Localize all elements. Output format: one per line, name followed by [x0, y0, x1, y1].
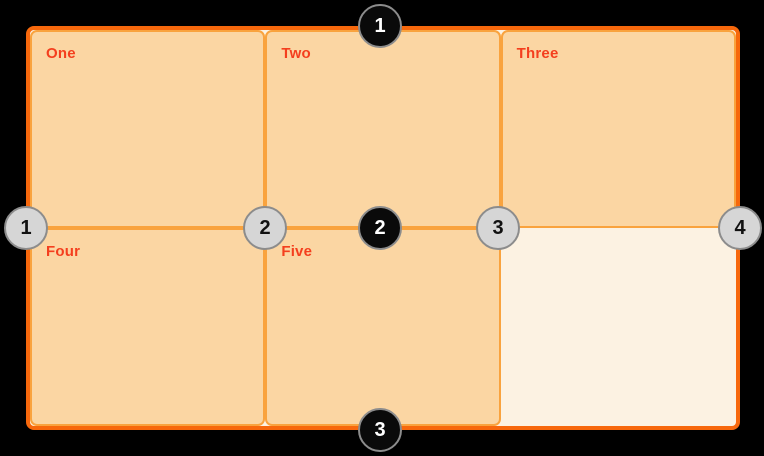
column-line-marker-3: 3: [476, 206, 520, 250]
grid-cell-one: One: [30, 30, 266, 228]
column-line-marker-1: 1: [4, 206, 48, 250]
column-line-marker-4: 4: [718, 206, 762, 250]
grid-container: One Two Three Four Five: [26, 26, 740, 430]
cell-label: Four: [46, 243, 81, 260]
row-line-marker-3-number: 3: [374, 418, 386, 441]
row-line-marker-2-number: 2: [374, 216, 386, 239]
cell-label: Three: [516, 45, 559, 62]
cell-label: One: [46, 45, 76, 62]
row-line-marker-3: 3: [358, 408, 402, 452]
row-line-marker-1: 1: [358, 4, 402, 48]
grid-cell-four: Four: [30, 228, 266, 426]
grid-cell-two: Two: [265, 30, 501, 228]
grid-cell-empty: [501, 228, 736, 426]
grid-cell-three: Three: [500, 30, 736, 228]
cell-label: Five: [281, 243, 313, 260]
column-line-marker-1-number: 1: [20, 216, 32, 239]
column-line-marker-2: 2: [243, 206, 287, 250]
grid-cell-five: Five: [265, 228, 501, 426]
row-line-marker-2: 2: [358, 206, 402, 250]
row-line-marker-1-number: 1: [374, 14, 386, 37]
cell-label: Two: [281, 45, 311, 62]
column-line-marker-3-number: 3: [492, 216, 504, 239]
column-line-marker-2-number: 2: [259, 216, 271, 239]
column-line-marker-4-number: 4: [734, 216, 746, 239]
